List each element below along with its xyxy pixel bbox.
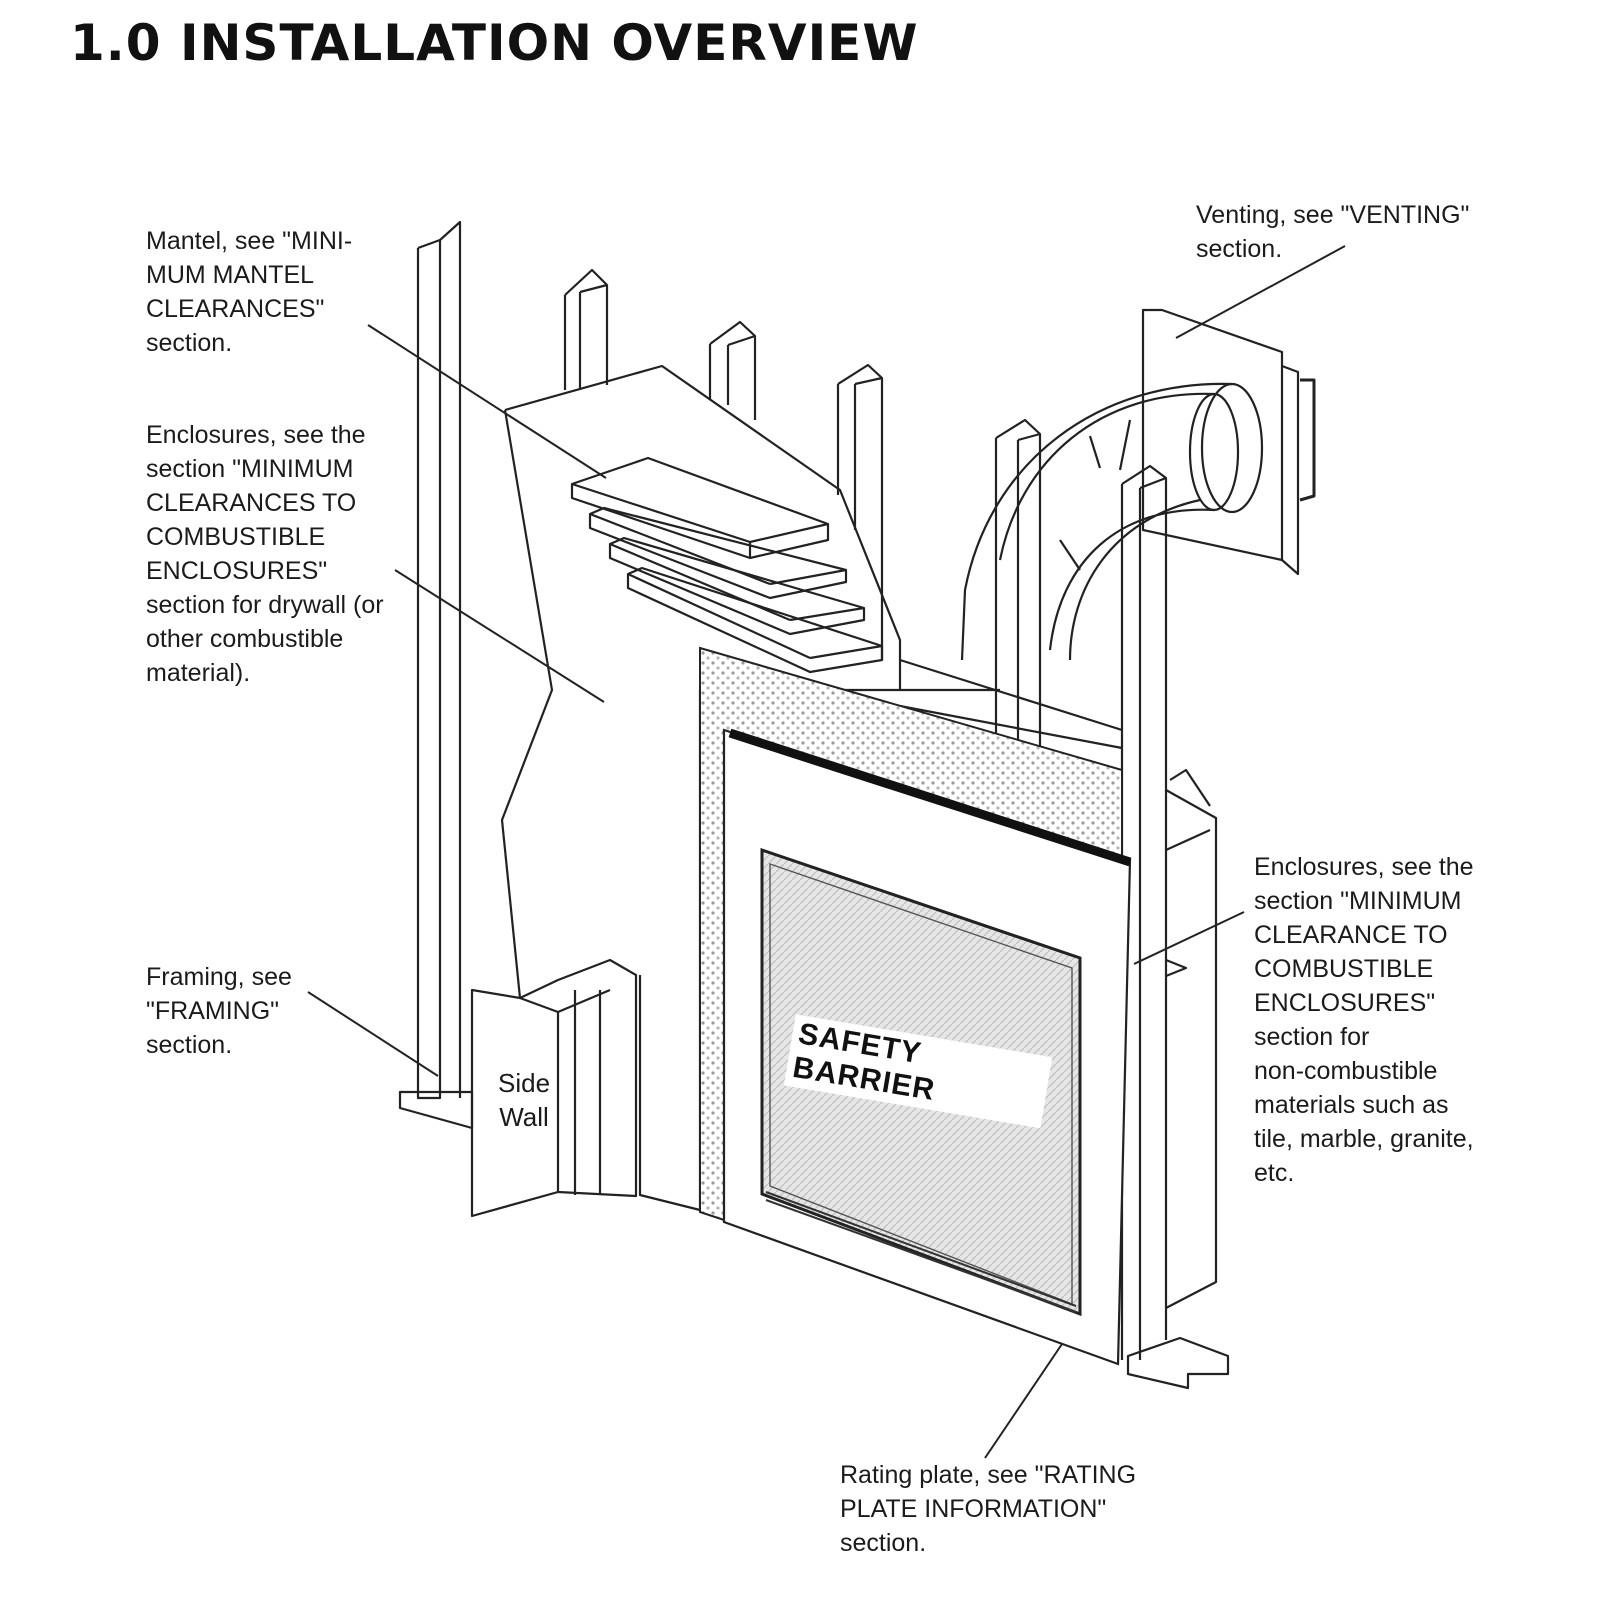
framing-callout: Framing, see "FRAMING" section. bbox=[146, 963, 292, 1059]
leader-enclosures-left bbox=[394, 569, 605, 703]
mantel-callout: Mantel, see "MINI- MUM MANTEL CLEARANCES… bbox=[146, 227, 353, 357]
enclosures-right-callout: Enclosures, see the section "MINIMUM CLE… bbox=[1254, 853, 1474, 1187]
left-stud bbox=[416, 220, 462, 1100]
stud-5 bbox=[994, 418, 1042, 880]
venting-callout: Venting, see "VENTING" section. bbox=[1196, 201, 1470, 263]
vent-pipe bbox=[960, 308, 1316, 661]
stud-4 bbox=[836, 363, 884, 660]
leader-rating-plate bbox=[984, 1343, 1063, 1459]
leader-framing bbox=[307, 991, 439, 1077]
leader-mantel bbox=[367, 324, 607, 479]
mantel bbox=[570, 456, 884, 674]
firebox-side bbox=[1165, 768, 1218, 1309]
stud-2 bbox=[563, 268, 609, 390]
header-frame bbox=[899, 658, 1123, 750]
side-wall-label: Side Wall bbox=[498, 1068, 551, 1132]
rating-plate-callout: Rating plate, see "RATING PLATE INFORMAT… bbox=[840, 1461, 1137, 1557]
stud-3 bbox=[708, 320, 757, 420]
page-title: 1.0 INSTALLATION OVERVIEW bbox=[70, 14, 919, 72]
side-wall-shape bbox=[470, 958, 638, 1218]
enclosures-left-callout: Enclosures, see the section "MINIMUM CLE… bbox=[146, 421, 384, 687]
leader-venting bbox=[1175, 245, 1346, 339]
leader-enclosures-right bbox=[1133, 911, 1245, 965]
bottom-plate-right bbox=[1126, 1336, 1230, 1390]
